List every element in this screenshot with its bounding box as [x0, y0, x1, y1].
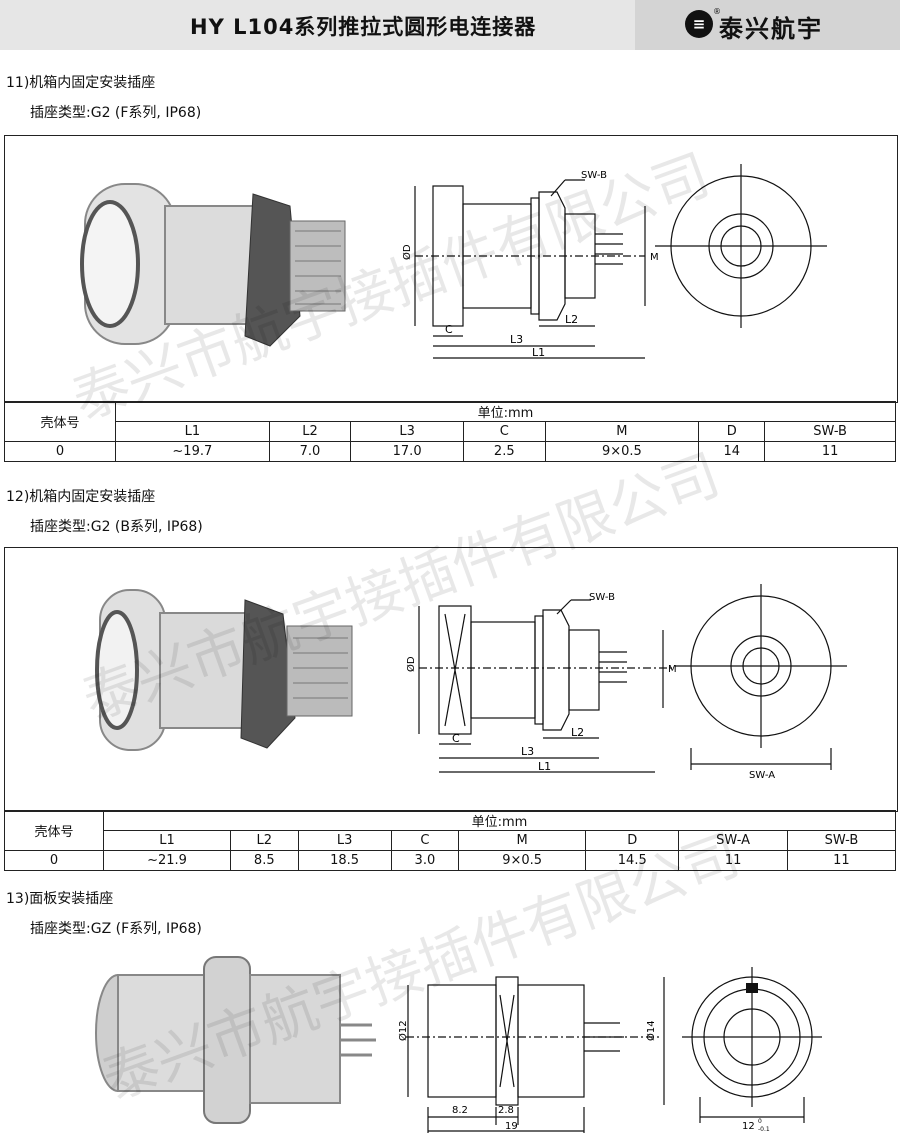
table-cell: 7.0 [268, 441, 352, 462]
label-l2: L2 [565, 313, 578, 326]
col-header: L3 [297, 830, 392, 851]
label-m: M [668, 664, 677, 675]
connector-photo-13 [95, 956, 376, 1124]
table-cell: 2.5 [462, 441, 546, 462]
connector-photo-12 [95, 589, 353, 751]
side-view-11 [414, 179, 646, 359]
label-d12: Ø12 [397, 1020, 409, 1041]
label-l2: L2 [571, 726, 584, 739]
label-m: M [650, 252, 659, 263]
label-sw-a: SW-A [749, 770, 775, 781]
section-11-title: 11)机箱内固定安装插座 [6, 75, 156, 91]
label-sw-b: SW-B [589, 592, 615, 603]
section-11-table: 壳体号 单位:mm L1 L2 L3 C M D SW-B 0 ~19.7 7.… [4, 401, 896, 462]
col-header: D [698, 421, 766, 442]
col-header: L2 [268, 421, 352, 442]
unit-header: 单位:mm [115, 401, 896, 422]
label-tol-upper: 0 [758, 1118, 762, 1125]
label-c: C [452, 732, 460, 745]
col-header: C [390, 830, 460, 851]
table-row: 0 ~19.7 7.0 17.0 2.5 9×0.5 14 11 [4, 441, 896, 462]
label-d: ØD [405, 656, 417, 672]
label-8-2: 8.2 [452, 1105, 468, 1116]
section-11-figure: SW-B ØD M C L2 L3 L1 [4, 135, 898, 403]
logo-icon: ≡ [685, 10, 713, 38]
section-13-title: 13)面板安装插座 [6, 891, 114, 907]
shell-header: 壳体号 [4, 810, 104, 851]
table-cell: ~21.9 [102, 850, 232, 871]
table-cell: 8.5 [230, 850, 299, 871]
brand-name: 泰兴航宇 [719, 15, 823, 43]
col-header: M [458, 830, 587, 851]
col-header: SW-A [678, 830, 788, 851]
table-cell: 17.0 [350, 441, 464, 462]
col-header: L2 [230, 830, 299, 851]
section-13-subtitle: 插座类型:GZ (F系列, IP68) [30, 921, 202, 937]
unit-header: 单位:mm [103, 810, 896, 831]
label-l3: L3 [510, 333, 523, 346]
section-13-drawing: Ø12 Ø14 8.2 2.8 19 12 0 -0.1 [95, 956, 822, 1133]
front-view-11 [655, 164, 827, 328]
label-d14: Ø14 [645, 1020, 657, 1041]
section-11-drawing: SW-B ØD M C L2 L3 L1 [80, 164, 827, 359]
table-cell: 14 [698, 441, 766, 462]
table-cell: 9×0.5 [544, 441, 700, 462]
table-cell: 9×0.5 [458, 850, 587, 871]
col-header: SW-B [786, 830, 897, 851]
brand-logo: ≡ ® 泰兴航宇 [635, 0, 900, 50]
label-c: C [445, 323, 453, 336]
table-cell: 0 [4, 441, 116, 462]
section-12-subtitle: 插座类型:G2 (B系列, IP68) [30, 519, 203, 535]
table-cell: 18.5 [297, 850, 392, 871]
table-cell: 11 [786, 850, 897, 871]
front-view-12 [675, 584, 847, 770]
label-sw-b: SW-B [581, 170, 607, 181]
page-title: HY L104系列推拉式圆形电连接器 [190, 15, 537, 39]
label-l3: L3 [521, 745, 534, 758]
side-view-13 [406, 976, 665, 1133]
table-cell: 0 [4, 850, 104, 871]
label-l1: L1 [532, 346, 545, 359]
label-12: 12 [742, 1121, 755, 1132]
label-d: ØD [401, 244, 413, 260]
col-header: L1 [102, 830, 232, 851]
col-header: M [544, 421, 700, 442]
table-cell: 14.5 [585, 850, 680, 871]
table-cell: 3.0 [390, 850, 460, 871]
side-view-12 [418, 599, 675, 773]
section-12-title: 12)机箱内固定安装插座 [6, 489, 156, 505]
registered-mark: ® [713, 7, 721, 16]
col-header: SW-B [764, 421, 896, 442]
table-row: 0 ~21.9 8.5 18.5 3.0 9×0.5 14.5 11 11 [4, 850, 897, 871]
label-2-8: 2.8 [498, 1105, 514, 1116]
section-12-drawing: SW-B ØD M C L2 L3 L1 SW-A [95, 584, 847, 781]
section-12-figure: SW-B ØD M C L2 L3 L1 SW-A [4, 547, 898, 812]
section-11-subtitle: 插座类型:G2 (F系列, IP68) [30, 105, 202, 121]
section-12-table: 壳体号 单位:mm L1 L2 L3 C M D SW-A SW-B 0 ~21… [4, 810, 897, 871]
connector-photo-11 [80, 183, 346, 347]
key-marker-icon [746, 983, 758, 993]
table-cell: 11 [678, 850, 788, 871]
col-header: C [462, 421, 546, 442]
col-header: D [585, 830, 680, 851]
shell-header: 壳体号 [4, 401, 116, 442]
table-cell: 11 [764, 441, 896, 462]
page-header: HY L104系列推拉式圆形电连接器 ≡ ® 泰兴航宇 [0, 0, 900, 50]
table-cell: ~19.7 [115, 441, 270, 462]
col-header: L1 [115, 421, 270, 442]
col-header: L3 [350, 421, 464, 442]
label-19: 19 [505, 1121, 518, 1132]
label-l1: L1 [538, 760, 551, 773]
label-tol-lower: -0.1 [758, 1126, 770, 1133]
